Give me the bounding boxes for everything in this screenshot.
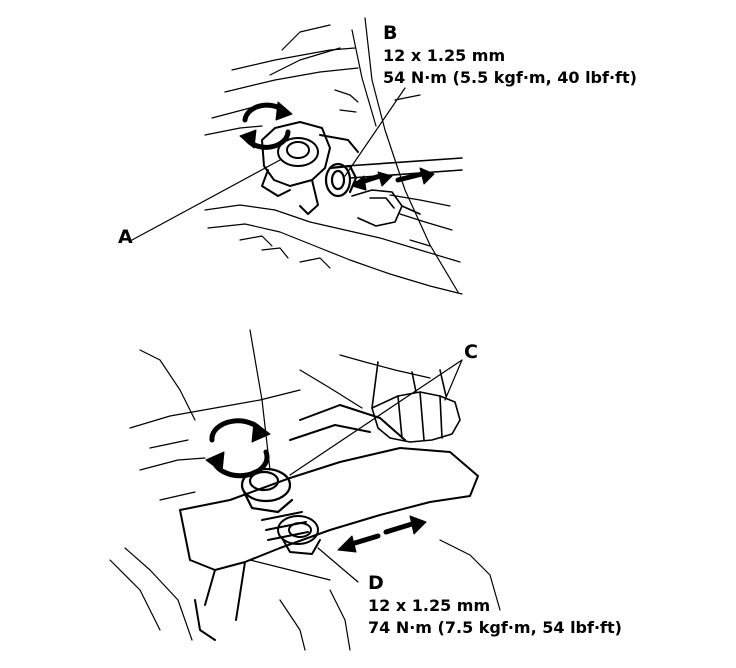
upper-leader-lines — [131, 87, 406, 241]
lower-illustration — [109, 329, 501, 651]
callout-a-letter: A — [118, 226, 133, 248]
callout-b-torque: 54 N·m (5.5 kgf·m, 40 lbf·ft) — [383, 68, 637, 87]
lower-upper-nut — [240, 467, 294, 514]
callout-d-size: 12 x 1.25 mm — [368, 596, 491, 615]
lower-bolt-stack — [261, 511, 321, 555]
callout-b-size: 12 x 1.25 mm — [383, 46, 506, 65]
lower-rotation-arrow-icon — [205, 418, 271, 479]
callout-d-letter: D — [368, 572, 384, 594]
lower-slide-arrows-icon — [337, 515, 427, 553]
upper-illustration — [131, 17, 463, 295]
callout-c-letter: C — [464, 341, 478, 363]
lower-frame-lines — [109, 329, 501, 651]
callout-b-letter: B — [383, 22, 398, 44]
callout-d-torque: 74 N·m (7.5 kgf·m, 54 lbf·ft) — [368, 618, 622, 637]
lower-driveshaft-boot — [371, 361, 461, 443]
upper-slide-arrows-icon — [351, 167, 435, 191]
upper-rotation-arrow-icon — [239, 101, 293, 150]
lower-leader-lines — [289, 359, 463, 583]
upper-bolt — [324, 162, 358, 198]
upper-frame-lines — [204, 17, 463, 295]
upper-driveshaft — [345, 157, 463, 227]
upper-knuckle — [261, 121, 359, 215]
